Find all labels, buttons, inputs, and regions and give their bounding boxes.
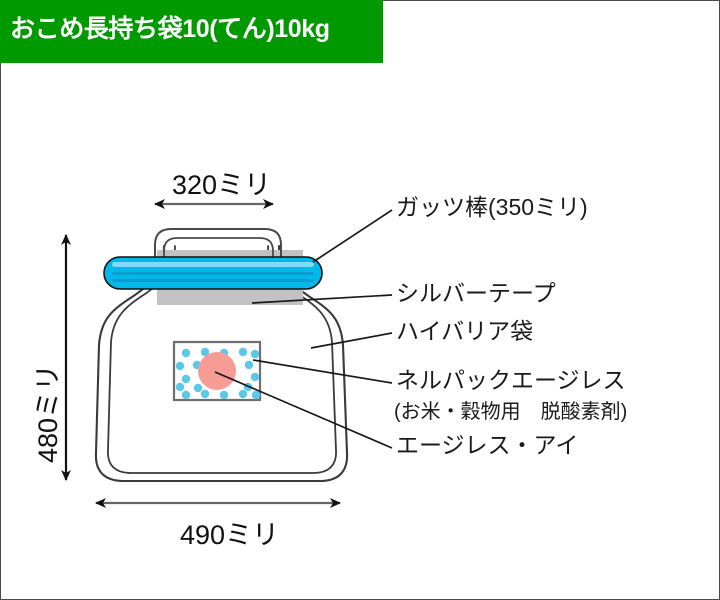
- dimension-label-top-width: 320ミリ: [172, 170, 272, 200]
- callout-ageless-eye: エージレス・アイ: [396, 432, 579, 458]
- leader-nelpack-ageless: [252, 359, 393, 384]
- callout-nelpack-ageless: ネルパックエージレス: [396, 367, 626, 393]
- callout-gattsu-bou: ガッツ棒(350ミリ): [396, 194, 588, 220]
- leader-high-barrier-bag: [310, 332, 393, 349]
- leader-silver-tape: [251, 294, 393, 304]
- leader-lines: [214, 209, 393, 449]
- leader-gattsu-bou: [312, 209, 393, 263]
- callout-silver-tape: シルバーテープ: [396, 280, 556, 306]
- callout-nelpack-ageless-sub: (お米・穀物用 脱酸素剤): [394, 401, 628, 423]
- nelpack-sachet: [172, 340, 262, 402]
- title-bar: おこめ長持ち袋10(てん)10kg: [0, 0, 383, 63]
- bag-handle: [154, 228, 282, 273]
- page-title: おこめ長持ち袋10(てん)10kg: [10, 15, 330, 43]
- sachet-dots: [175, 347, 260, 400]
- dimension-label-bottom-width: 490ミリ: [180, 520, 280, 550]
- diagram-area: 320ミリ 480ミリ 490ミリ ガッツ棒(350ミリ) シルバーテープ ハイ…: [0, 63, 720, 600]
- callout-high-barrier-bag: ハイバリア袋: [396, 318, 534, 344]
- leader-ageless-eye: [214, 371, 393, 449]
- bag-illustration: [61, 199, 393, 508]
- ageless-eye-indicator: [198, 352, 236, 390]
- gattsu-bar: [103, 256, 323, 290]
- dimension-label-height: 480ミリ: [33, 363, 63, 463]
